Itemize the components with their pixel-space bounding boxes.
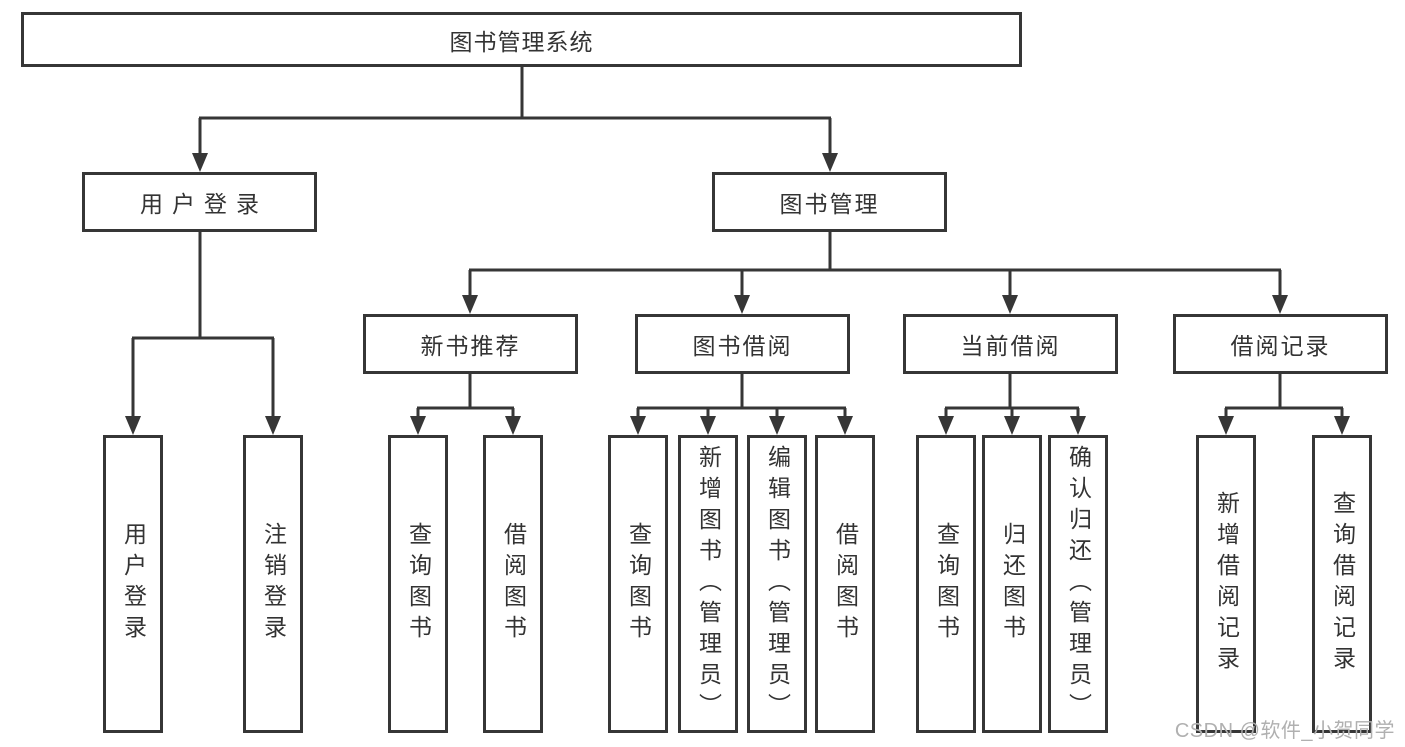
node-system: 图书管理系统 <box>21 12 1022 67</box>
leaf-query-books-recommend: 查询图书 <box>388 435 448 733</box>
leaf-borrow-books-borrow: 借阅图书 <box>815 435 875 733</box>
leaf-query-books-current: 查询图书 <box>916 435 976 733</box>
leaf-logout: 注销登录 <box>243 435 303 733</box>
node-new-book-recommend: 新书推荐 <box>363 314 578 374</box>
leaf-borrow-books-recommend: 借阅图书 <box>483 435 543 733</box>
leaf-query-books-borrow: 查询图书 <box>608 435 668 733</box>
leaf-return-books: 归还图书 <box>982 435 1042 733</box>
leaf-confirm-return-admin: 确认归还（管理员） <box>1048 435 1108 733</box>
watermark: CSDN @软件_小贺同学 <box>1174 720 1395 742</box>
node-user-login: 用户登录 <box>82 172 317 232</box>
node-current-borrow: 当前借阅 <box>903 314 1118 374</box>
node-book-borrow: 图书借阅 <box>635 314 850 374</box>
leaf-edit-book-admin: 编辑图书（管理员） <box>747 435 807 733</box>
leaf-add-book-admin: 新增图书（管理员） <box>678 435 738 733</box>
node-book-management: 图书管理 <box>712 172 947 232</box>
connector-lines <box>131 67 1344 418</box>
leaf-add-borrow-record: 新增借阅记录 <box>1196 435 1256 733</box>
leaf-user-login: 用户登录 <box>103 435 163 733</box>
leaf-query-borrow-record: 查询借阅记录 <box>1312 435 1372 733</box>
node-borrow-records: 借阅记录 <box>1173 314 1388 374</box>
